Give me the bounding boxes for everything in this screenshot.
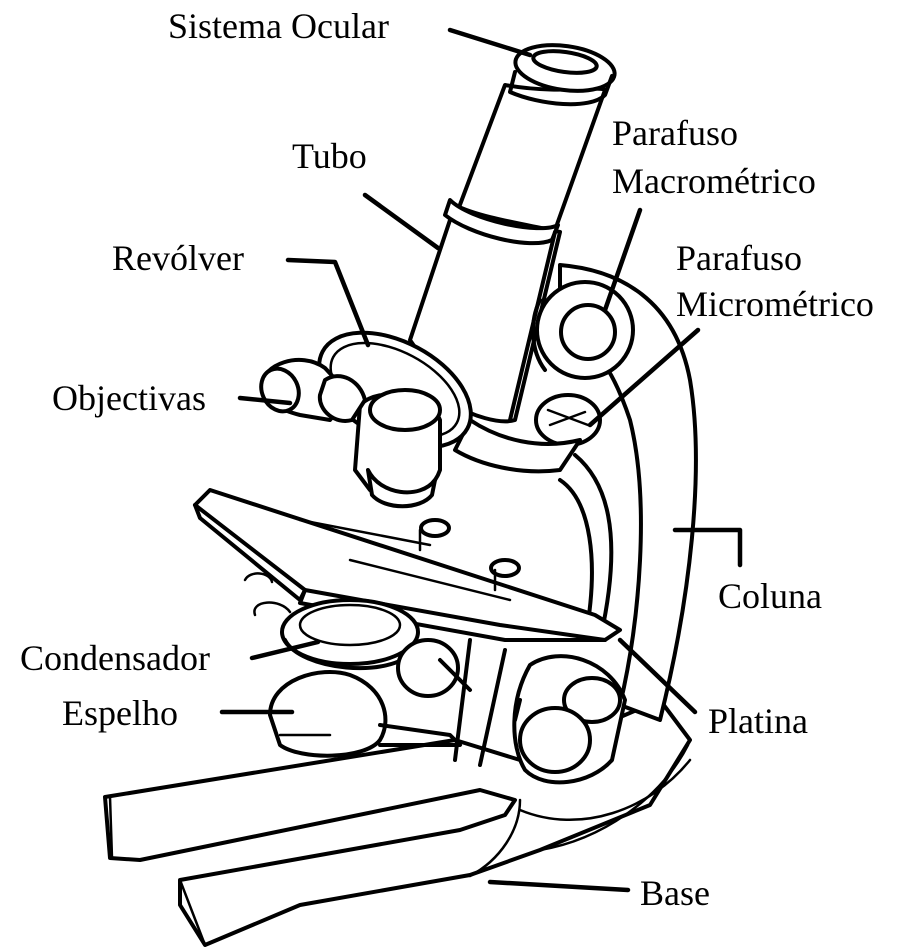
label-macro-line1: Parafuso [612,113,738,153]
label-tubo: Tubo [292,136,367,176]
stage-knob [398,640,470,696]
label-objectivas: Objectivas [52,378,206,418]
label-base: Base [640,873,710,913]
label-micro-line2: Micrométrico [676,284,874,324]
microscope-drawing [105,39,696,945]
pillar-joint [455,640,625,782]
label-condensador: Condensador [20,638,210,678]
label-macro-line2: Macrométrico [612,161,816,201]
coarse-focus-knob [533,282,633,378]
fine-focus-knob [536,395,600,445]
leader-base [490,882,628,890]
label-micro-line1: Parafuso [676,238,802,278]
label-espelho: Espelho [62,693,178,733]
label-platina: Platina [708,701,808,741]
label-revolver: Revólver [112,238,244,278]
leader-ocular [450,30,530,55]
label-sistema-ocular: Sistema Ocular [168,6,389,46]
label-coluna: Coluna [718,576,822,616]
leader-tubo [365,195,438,248]
